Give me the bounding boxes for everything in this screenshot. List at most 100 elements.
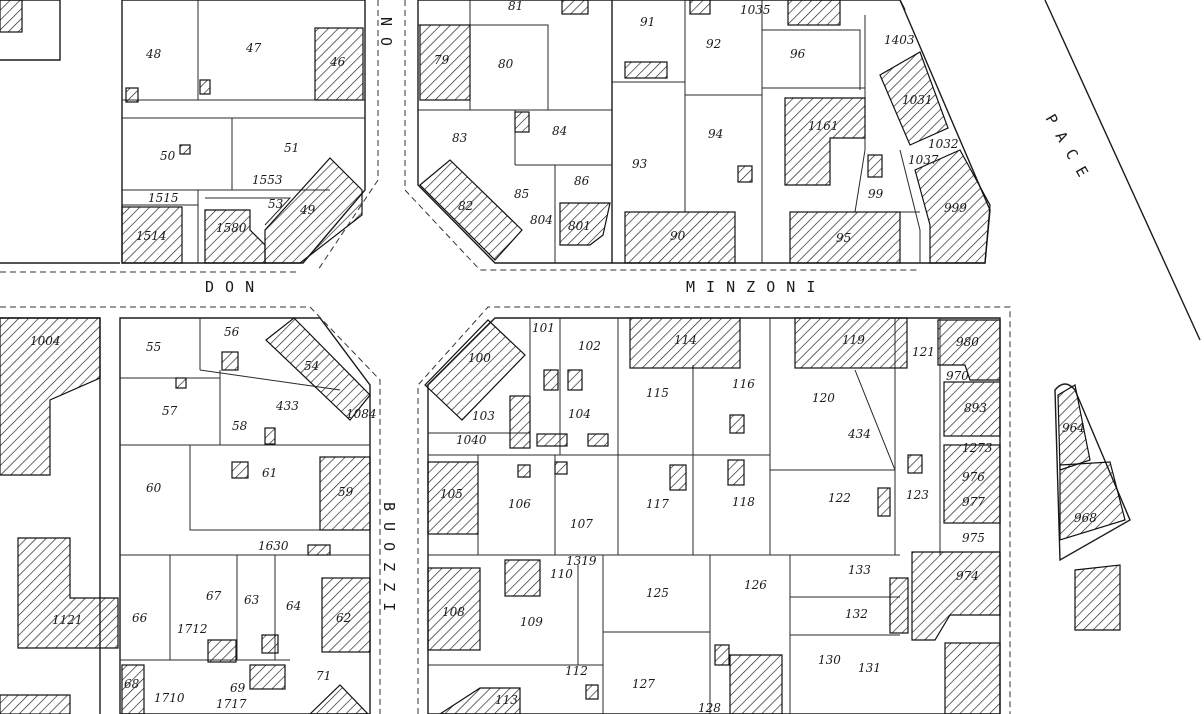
parcel-number: 81 (508, 0, 523, 13)
parcel-number: 112 (565, 664, 588, 678)
parcel-number: 94 (708, 127, 723, 141)
parcel-number: 120 (812, 391, 835, 405)
parcel-number: 99 (868, 187, 884, 201)
parcel-number: 71 (316, 669, 331, 683)
parcel-number: 106 (508, 497, 531, 511)
parcel-number: 84 (552, 124, 567, 138)
parcel-number: 51 (284, 141, 299, 155)
parcel-number: 434 (847, 427, 871, 441)
parcel-number: 1035 (740, 3, 771, 17)
parcel-number: 115 (646, 386, 669, 400)
parcel-number: 970 (946, 369, 969, 383)
parcel-number: 122 (828, 491, 851, 505)
parcel-number: 50 (160, 149, 176, 163)
parcel-number: 56 (224, 325, 240, 339)
parcel-number: 130 (818, 653, 841, 667)
parcel-number: 116 (732, 377, 755, 391)
parcel-number: 101 (532, 321, 555, 335)
parcel-number: 46 (329, 55, 346, 69)
parcel-number: 69 (230, 681, 246, 695)
parcel-number: 86 (574, 174, 590, 188)
parcel-number: 132 (845, 607, 868, 621)
parcel-number: 80 (498, 57, 514, 71)
parcel-number: 1084 (346, 407, 377, 421)
parcel-number: 1717 (216, 697, 247, 711)
parcel-number: 126 (744, 578, 767, 592)
parcel-number: 64 (286, 599, 301, 613)
parcel-number: 109 (520, 615, 543, 629)
parcel-number: 1514 (136, 229, 167, 243)
parcel-number: 90 (670, 229, 686, 243)
street-label-minzoni: M I N Z O N I (686, 278, 816, 296)
parcel-number: 1403 (884, 33, 915, 47)
street-label-pace: P A C E (1042, 111, 1093, 181)
parcel-number: 1031 (902, 93, 933, 107)
parcel-number: 102 (578, 339, 601, 353)
parcel-number: 61 (262, 466, 277, 480)
parcel-number: 96 (790, 47, 806, 61)
parcel-number: 1037 (908, 153, 939, 167)
street-label-don: D O N (205, 278, 255, 296)
buildings (0, 0, 1126, 714)
parcel-number: 1161 (808, 119, 839, 133)
parcel-number: 133 (848, 563, 871, 577)
parcel-number: 85 (514, 187, 529, 201)
parcel-number: 1032 (928, 137, 959, 151)
parcel-number: 113 (495, 693, 518, 707)
parcel-number: 975 (962, 531, 985, 545)
parcel-number: 125 (646, 586, 669, 600)
parcel-number: 1515 (148, 191, 179, 205)
parcel-number: 93 (632, 157, 648, 171)
parcel-number: 79 (434, 53, 450, 67)
parcel-number: 977 (962, 495, 985, 509)
parcel-number: 100 (468, 351, 491, 365)
parcel-number: 433 (275, 399, 299, 413)
parcel-number: 66 (132, 611, 148, 625)
parcel-number: 55 (146, 340, 161, 354)
parcel-number: 121 (912, 345, 935, 359)
parcel-number: 67 (206, 589, 222, 603)
parcel-number: 103 (472, 409, 495, 423)
parcel-number: 1710 (154, 691, 185, 705)
parcel-number: 105 (440, 487, 463, 501)
parcel-number: 1121 (52, 613, 83, 627)
parcel-number: 127 (632, 677, 655, 691)
parcel-number: 48 (145, 47, 162, 61)
parcel-number: 128 (698, 701, 721, 714)
parcel-number: 110 (550, 567, 573, 581)
parcel-number: 117 (646, 497, 669, 511)
parcel-number: 1630 (258, 539, 289, 553)
parcel-number: 107 (570, 517, 593, 531)
parcel-number: 964 (1062, 421, 1085, 435)
parcel-number: 1580 (216, 221, 247, 235)
parcel-number: 53 (268, 197, 284, 211)
parcel-number: 114 (674, 333, 697, 347)
parcel-number: 119 (842, 333, 865, 347)
parcel-number: 1004 (30, 334, 61, 348)
parcel-number: 95 (836, 231, 851, 245)
parcel-numbers: 48 47 46 79 80 81 91 92 1035 96 1403 50 … (30, 0, 1097, 714)
parcel-number: 60 (146, 481, 162, 495)
parcel-number: 801 (568, 219, 591, 233)
parcel-number: 47 (245, 41, 262, 55)
sidewalks (0, 0, 1011, 714)
parcel-number: 62 (336, 611, 351, 625)
parcel-number: 91 (640, 15, 655, 29)
parcel-number: 974 (956, 569, 979, 583)
parcel-number: 1273 (962, 441, 993, 455)
street-label-top: N O (377, 17, 395, 47)
parcel-number: 54 (304, 359, 319, 373)
parcel-number: 131 (858, 661, 881, 675)
parcel-number: 118 (732, 495, 755, 509)
parcel-number: 804 (530, 213, 553, 227)
parcel-number: 999 (944, 201, 967, 215)
parcel-number: 1319 (566, 554, 597, 568)
parcel-number: 104 (568, 407, 591, 421)
parcel-number: 980 (956, 335, 979, 349)
parcel-number: 108 (442, 605, 465, 619)
parcel-number: 976 (962, 470, 985, 484)
parcel-number: 1040 (456, 433, 487, 447)
parcel-number: 968 (1074, 511, 1097, 525)
